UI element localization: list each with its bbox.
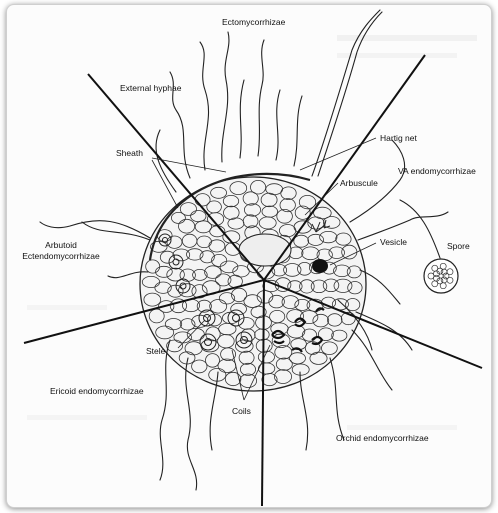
label-ericoid: Ericoid endomycorrhizae [50,386,144,397]
label-arbuscule: Arbuscule [340,178,378,189]
label-stele: Stele [146,346,165,357]
hypha [200,42,209,170]
hypha [312,10,380,176]
spore [424,259,458,293]
hypha [276,90,280,160]
label-coils: Coils [232,406,251,417]
hypha [358,212,448,240]
label-external-hyphae: External hyphae [120,83,181,94]
hypha [330,358,344,440]
label-sheath: Sheath [116,148,143,159]
hypha [294,96,302,166]
hypha [82,222,150,240]
hypha [318,12,382,176]
label-orchid: Orchid endomycorrhizae [336,433,429,444]
label-vesicle: Vesicle [380,237,407,248]
hypha [258,40,264,156]
label-spore: Spore [447,241,470,252]
hypha [240,80,244,158]
label-arbutoid: Arbutoid Ectendomycorrhizae [20,240,102,262]
hypha [160,340,170,480]
label-va-endomycorrhizae: VA endomycorrhizae [398,166,476,177]
label-ectomycorrhizae: Ectomycorrhizae [222,17,285,28]
hypha [222,32,229,162]
hypha [400,200,440,258]
vesicle [312,259,328,273]
hypha [186,358,197,490]
hypha [300,372,308,450]
hypha [352,330,392,390]
label-hartig-net: Hartig net [380,133,417,144]
